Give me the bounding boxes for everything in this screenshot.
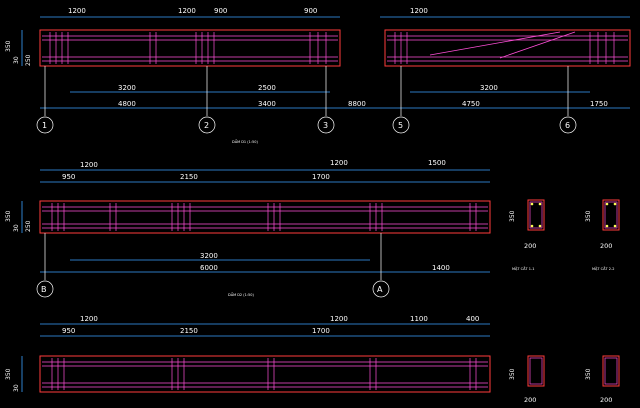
dim-label: 1200 xyxy=(80,161,98,169)
beam-outline xyxy=(384,29,631,67)
section-dim-label: 350 xyxy=(509,210,516,222)
dim-label: 3200 xyxy=(480,84,498,92)
section-dim-label: 200 xyxy=(524,396,536,404)
drawing-caption: DẦM D1 (1:50) xyxy=(232,139,258,144)
beam-outline xyxy=(39,29,341,67)
grid-axis-group xyxy=(36,233,390,298)
beam-outline xyxy=(39,355,491,393)
stirrup-group xyxy=(49,32,615,64)
section-caption: MẶT CẮT 2-2 xyxy=(592,266,614,271)
section-outline xyxy=(602,199,620,231)
dim-label: 2150 xyxy=(180,173,198,181)
grid-axis-label: 6 xyxy=(565,121,570,130)
dim-label: 900 xyxy=(304,7,317,15)
grid-axis-label: 1 xyxy=(42,121,47,130)
rebar-group xyxy=(42,31,628,62)
dim-label: 400 xyxy=(466,315,479,323)
stirrup xyxy=(604,201,618,229)
beam-3-elevation: 1200 950 2150 1200 1700 1100 400 350 30 xyxy=(5,315,491,393)
dim-label: 3400 xyxy=(258,100,276,108)
dim-label: 1500 xyxy=(428,159,446,167)
beam-1-elevation: 1200 1200 900 900 1200 xyxy=(5,7,631,144)
dim-label: 2500 xyxy=(258,84,276,92)
drawing-caption: DẦM D2 (1:50) xyxy=(228,292,254,297)
section-dim-label: 200 xyxy=(524,242,536,250)
section-caption: MẶT CẮT 1-1 xyxy=(512,266,534,271)
section-2-2: 200 350 MẶT CẮT 2-2 xyxy=(585,199,620,271)
grid-axis-label: 5 xyxy=(398,121,403,130)
dim-label: 4750 xyxy=(462,100,480,108)
grid-axis-label: 2 xyxy=(204,121,209,130)
dim-label: 1200 xyxy=(178,7,196,15)
stirrup-group xyxy=(51,358,477,390)
dim-label: 1200 xyxy=(330,315,348,323)
dim-label: 1100 xyxy=(410,315,428,323)
section-4-4: 200 350 xyxy=(585,355,620,404)
dim-label: 1750 xyxy=(590,100,608,108)
beam-outline xyxy=(39,200,491,234)
height-label: 350 xyxy=(5,210,12,222)
section-dim-label: 200 xyxy=(600,242,612,250)
grid-axis-label: 3 xyxy=(323,121,328,130)
dim-label: 2150 xyxy=(180,327,198,335)
dim-label: 1700 xyxy=(312,173,330,181)
dim-label: 3200 xyxy=(200,252,218,260)
section-dim-label: 350 xyxy=(585,210,592,222)
grid-axis-label: B xyxy=(41,285,47,294)
beam-2-elevation: 1200 950 2150 1200 1700 1500 350 30 250 xyxy=(5,159,491,298)
dim-label: 950 xyxy=(62,173,75,181)
stirrup xyxy=(529,201,543,229)
dim-label: 1700 xyxy=(312,327,330,335)
section-1-1: 200 350 MẶT CẮT 1-1 xyxy=(509,199,545,271)
section-3-3: 200 350 xyxy=(509,355,545,404)
height-label: 30 xyxy=(13,384,20,392)
height-label: 30 xyxy=(13,224,20,232)
rebar-group xyxy=(42,206,488,229)
dim-label: 1200 xyxy=(80,315,98,323)
height-label: 350 xyxy=(5,368,12,380)
section-dim-label: 350 xyxy=(585,368,592,380)
stirrup xyxy=(529,357,543,385)
dim-label: 1200 xyxy=(410,7,428,15)
height-label: 30 xyxy=(13,56,20,64)
dim-label: 4800 xyxy=(118,100,136,108)
dim-label: 950 xyxy=(62,327,75,335)
section-dim-label: 350 xyxy=(509,368,516,380)
dim-label: 900 xyxy=(214,7,227,15)
rebar-group xyxy=(42,361,488,388)
dim-label: 6000 xyxy=(200,264,218,272)
dim-label: 1200 xyxy=(68,7,86,15)
section-outline xyxy=(527,355,545,387)
grid-axis-label: A xyxy=(377,285,383,294)
dim-label: 3200 xyxy=(118,84,136,92)
dim-label: 8800 xyxy=(348,100,366,108)
height-label: 350 xyxy=(5,40,12,52)
dim-label: 1200 xyxy=(330,159,348,167)
dim-label: 1400 xyxy=(432,264,450,272)
stirrup xyxy=(604,357,618,385)
section-dim-label: 200 xyxy=(600,396,612,404)
height-label: 250 xyxy=(25,54,32,66)
grid-axis-group xyxy=(36,66,577,134)
section-outline xyxy=(602,355,620,387)
height-label: 250 xyxy=(25,220,32,232)
stirrup-group xyxy=(51,203,477,231)
section-outline xyxy=(527,199,545,231)
